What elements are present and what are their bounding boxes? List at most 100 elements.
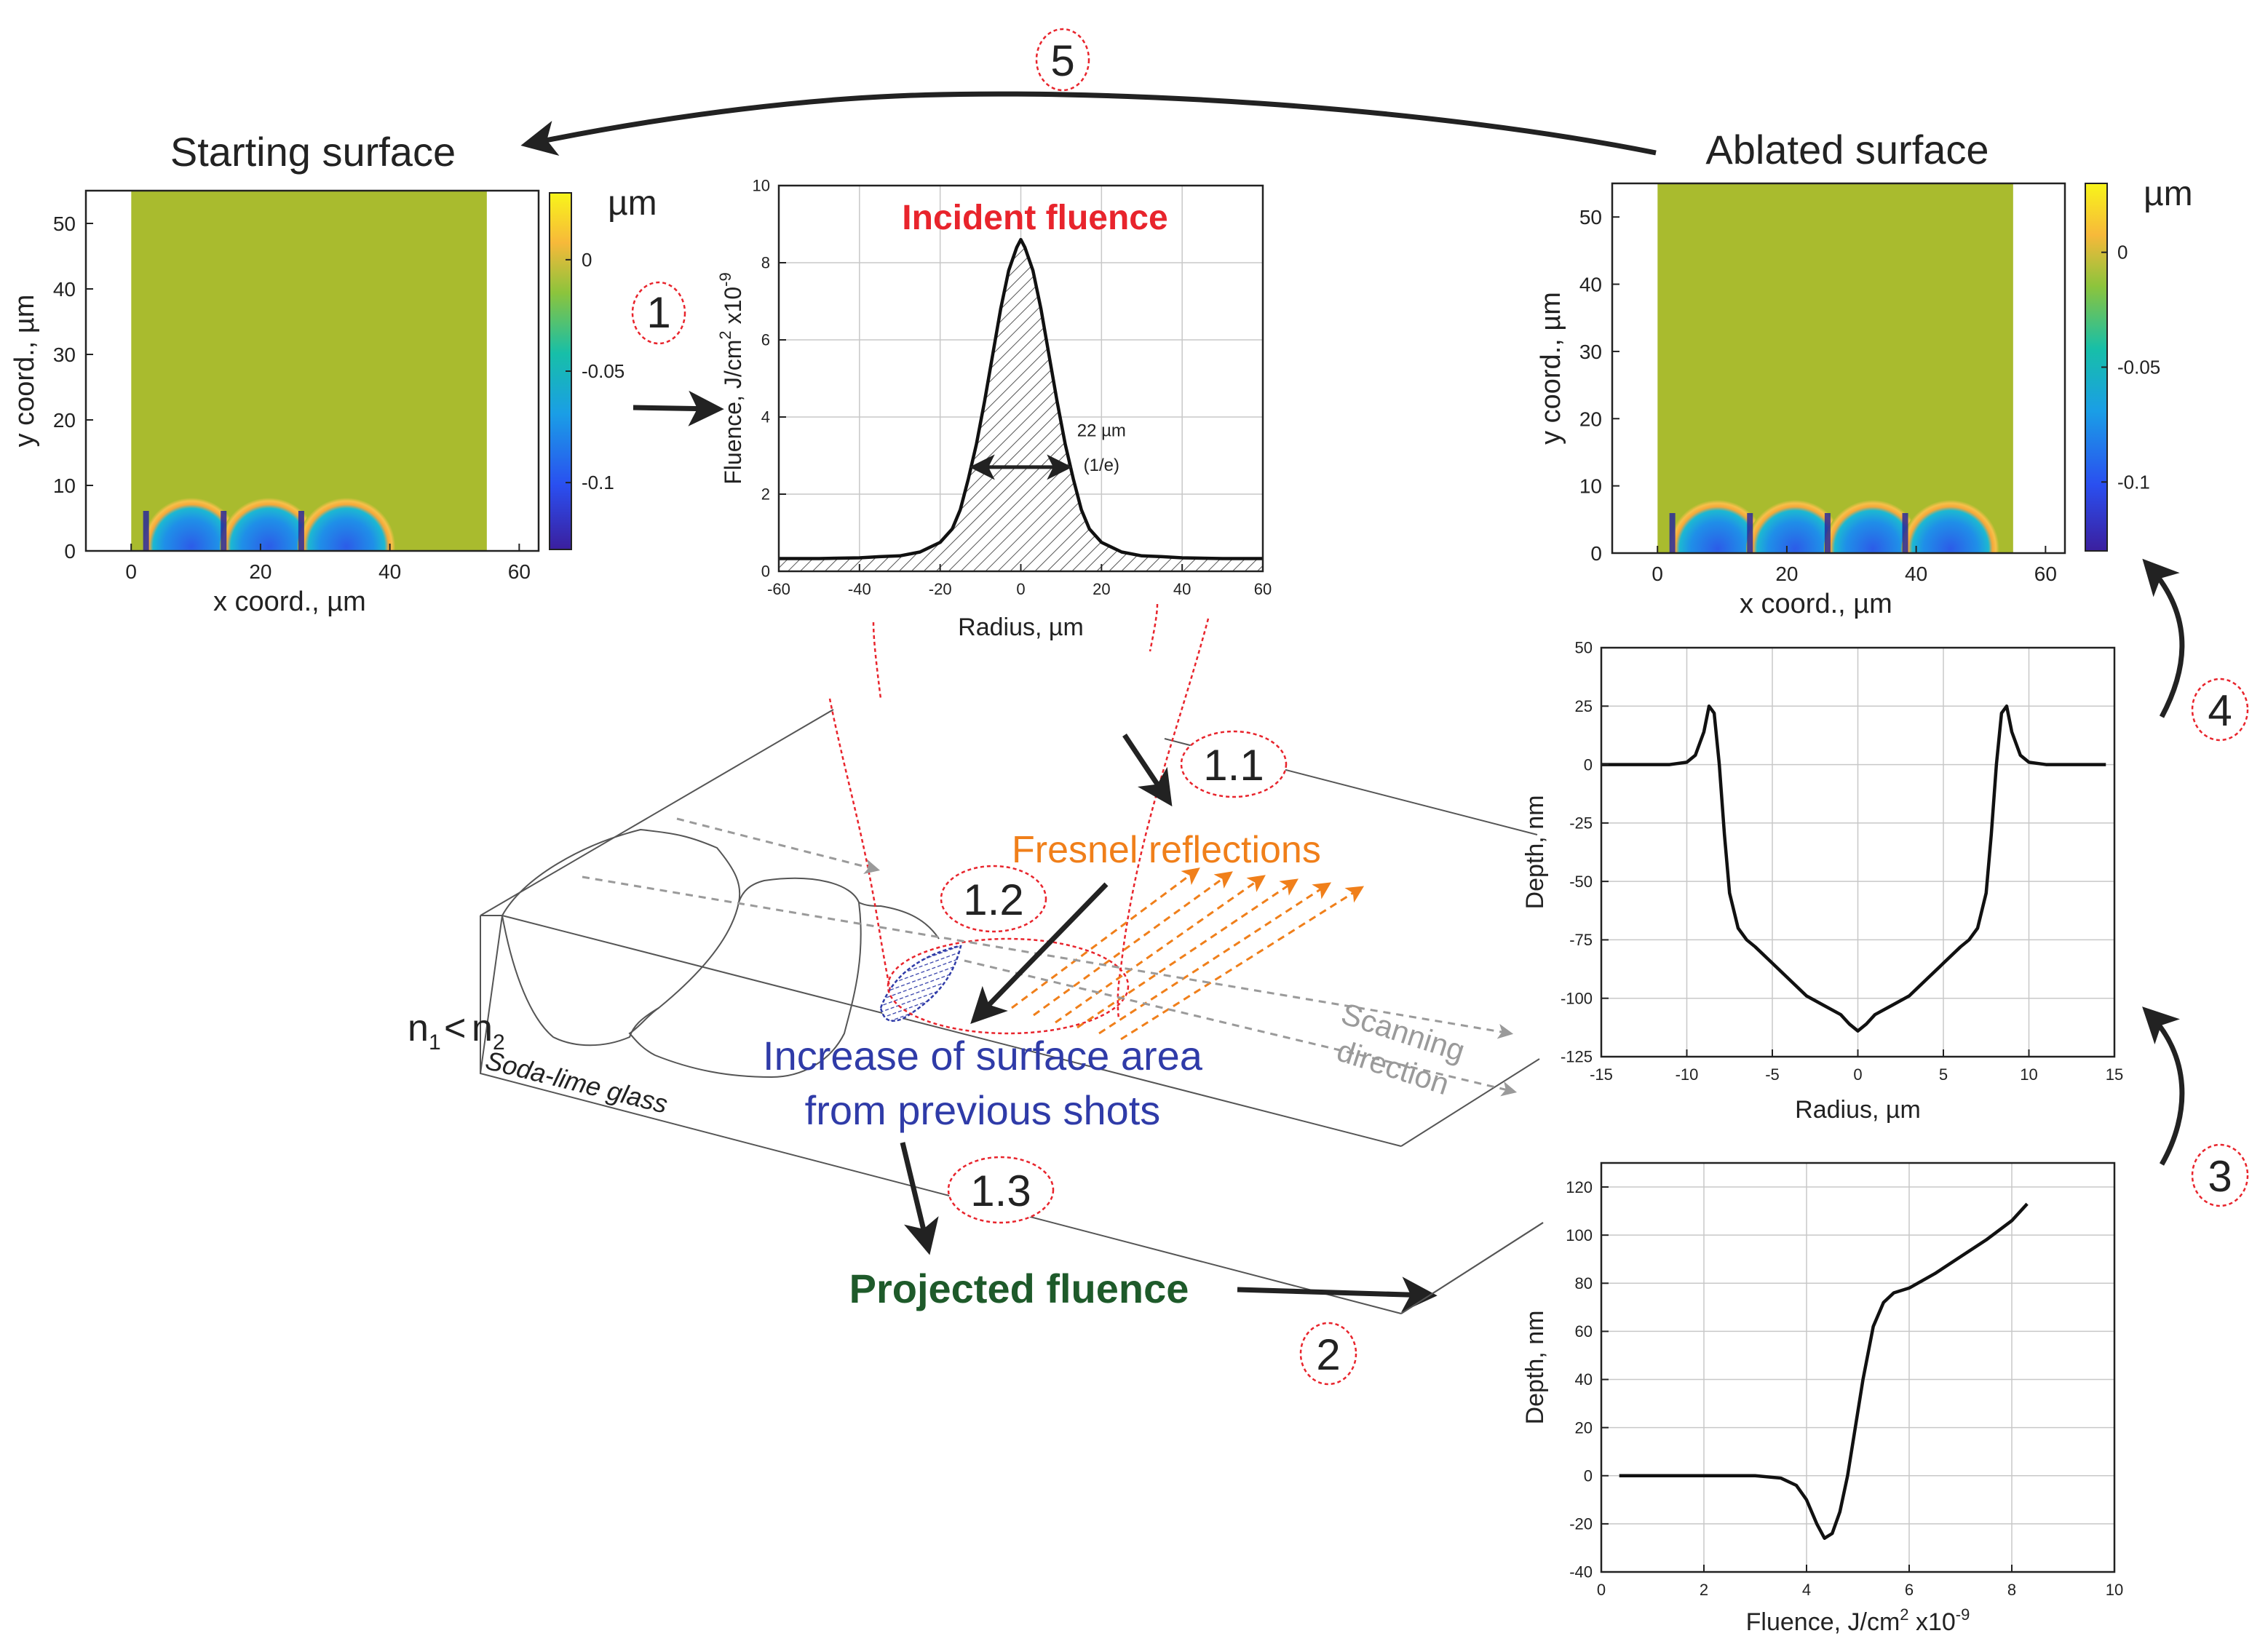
crater-overlap-line bbox=[221, 511, 227, 551]
y-tick-label: 100 bbox=[1566, 1226, 1593, 1244]
colorbar-unit: µm bbox=[608, 184, 657, 223]
y-axis-label-part: 2 bbox=[716, 330, 734, 339]
y-tick-label: 25 bbox=[1575, 697, 1593, 715]
y-tick-label: 80 bbox=[1575, 1274, 1593, 1292]
y-tick-label: 40 bbox=[1579, 274, 1602, 296]
beam-left-edge bbox=[828, 698, 897, 1012]
step-badge-11: 1.1 bbox=[1180, 730, 1288, 798]
series-line bbox=[779, 237, 1263, 560]
fluence-area-fill bbox=[779, 239, 1263, 571]
laser-spot-ellipse bbox=[887, 937, 1130, 1035]
n1-symbol: n bbox=[408, 1007, 429, 1049]
x-axis-label: Fluence, J/cm2 x10-9 bbox=[1746, 1605, 1970, 1636]
x-axis-label-part: Fluence, J/cm bbox=[1746, 1608, 1900, 1636]
crater-overlap-line bbox=[1824, 513, 1831, 553]
less-than-symbol: < bbox=[444, 1007, 466, 1049]
x-tick-label: 60 bbox=[1254, 580, 1272, 598]
heatmap-data bbox=[1657, 183, 2013, 553]
x-tick-label: 0 bbox=[1652, 563, 1663, 585]
heatmap-frame bbox=[84, 189, 540, 552]
surface-fill bbox=[1657, 183, 2013, 553]
scan-arrow-upper bbox=[676, 817, 881, 875]
crater bbox=[1901, 499, 1999, 553]
step-badge-13: 1.3 bbox=[947, 1156, 1055, 1224]
y-tick-label: 4 bbox=[761, 408, 770, 426]
arrow-step2 bbox=[1237, 1276, 1438, 1313]
arrow-step4 bbox=[2142, 558, 2185, 718]
plot-area bbox=[1601, 1163, 2114, 1572]
x-tick-label: 5 bbox=[1939, 1065, 1948, 1084]
step-badge-1: 1 bbox=[631, 281, 686, 345]
step-badges: 1 5 1.1 1.2 1.3 2 3 4 bbox=[631, 28, 2249, 1386]
x-axis-label: x coord., µm bbox=[213, 587, 366, 617]
glass-right-top-edge bbox=[1400, 1058, 1540, 1147]
crater bbox=[220, 497, 318, 551]
x-tick-label: 0 bbox=[1016, 580, 1025, 598]
crater-overlap-line bbox=[1669, 513, 1676, 553]
fwhm-note: (1/e) bbox=[1084, 456, 1119, 475]
incident-fluence-title: Incident fluence bbox=[902, 199, 1167, 237]
y-tick-label: -50 bbox=[1569, 873, 1593, 891]
y-axis-label: y coord., µm bbox=[1536, 292, 1566, 445]
y-tick-label: -75 bbox=[1569, 931, 1593, 949]
y-tick-label: 2 bbox=[761, 485, 770, 504]
y-tick-label: 10 bbox=[753, 177, 770, 195]
colorbar-tick-label: -0.1 bbox=[582, 472, 614, 493]
y-tick-label: 30 bbox=[53, 343, 76, 366]
beam-left-upper bbox=[872, 622, 882, 699]
y-tick-label: 0 bbox=[761, 563, 770, 581]
starting-surface-title: Starting surface bbox=[170, 129, 456, 175]
plot-frame bbox=[1600, 1161, 2116, 1573]
increase-label-line1: Increase of surface area bbox=[763, 1033, 1203, 1079]
crater-overlap-line bbox=[143, 511, 149, 551]
y-tick-label: 40 bbox=[53, 278, 76, 301]
y-tick-label: 60 bbox=[1575, 1322, 1593, 1341]
beam-right-upper bbox=[1149, 603, 1159, 652]
crater bbox=[297, 497, 396, 551]
y-axis-label: Depth, nm bbox=[1521, 1311, 1549, 1425]
scanning-direction-label: Scanning direction bbox=[1333, 996, 1469, 1101]
step-badge-2: 2 bbox=[1299, 1322, 1357, 1386]
x-tick-label: 40 bbox=[378, 560, 401, 583]
x-tick-label: 0 bbox=[1597, 1581, 1606, 1599]
step-1-label: 1 bbox=[646, 288, 670, 337]
crater-outline-2 bbox=[628, 877, 862, 1079]
crater-overlap-line bbox=[1747, 513, 1753, 553]
fresnel-label: Fresnel reflections bbox=[1012, 829, 1321, 871]
y-tick-label: -25 bbox=[1569, 814, 1593, 833]
y-tick-label: 0 bbox=[1590, 542, 1602, 565]
crater bbox=[142, 497, 240, 551]
y-tick-label: 50 bbox=[1579, 206, 1602, 229]
y-tick-label: -20 bbox=[1569, 1515, 1593, 1533]
x-tick-label: 40 bbox=[1905, 563, 1927, 585]
scan-arrow-bottom bbox=[964, 959, 1518, 1097]
y-tick-label: 8 bbox=[761, 254, 770, 272]
x-tick-label: 60 bbox=[2034, 563, 2057, 585]
x-tick-label: 20 bbox=[1775, 563, 1798, 585]
colorbar-tick-label: -0.1 bbox=[2117, 471, 2150, 493]
crater bbox=[1746, 499, 1844, 553]
y-tick-label: -40 bbox=[1569, 1563, 1593, 1581]
fresnel-ray-1 bbox=[1011, 867, 1200, 1009]
x-axis-label: Radius, µm bbox=[1795, 1096, 1921, 1124]
y-axis-label: Depth, nm bbox=[1521, 795, 1549, 910]
colorbar-tick-label: -0.05 bbox=[582, 360, 625, 382]
n2-subscript: 2 bbox=[493, 1030, 505, 1055]
glass-top-back-edge bbox=[480, 709, 834, 916]
step-4-label: 4 bbox=[2208, 686, 2232, 735]
step-1-1-label: 1.1 bbox=[1203, 741, 1264, 790]
x-tick-label: -15 bbox=[1590, 1065, 1613, 1084]
arrow-step1 bbox=[633, 390, 724, 426]
y-axis-label-part: x10 bbox=[720, 287, 746, 330]
fresnel-ray-4 bbox=[1076, 878, 1298, 1029]
fresnel-ray-3 bbox=[1055, 875, 1266, 1024]
x-axis-label: x coord., µm bbox=[1740, 589, 1892, 619]
y-tick-label: 30 bbox=[1579, 341, 1602, 363]
